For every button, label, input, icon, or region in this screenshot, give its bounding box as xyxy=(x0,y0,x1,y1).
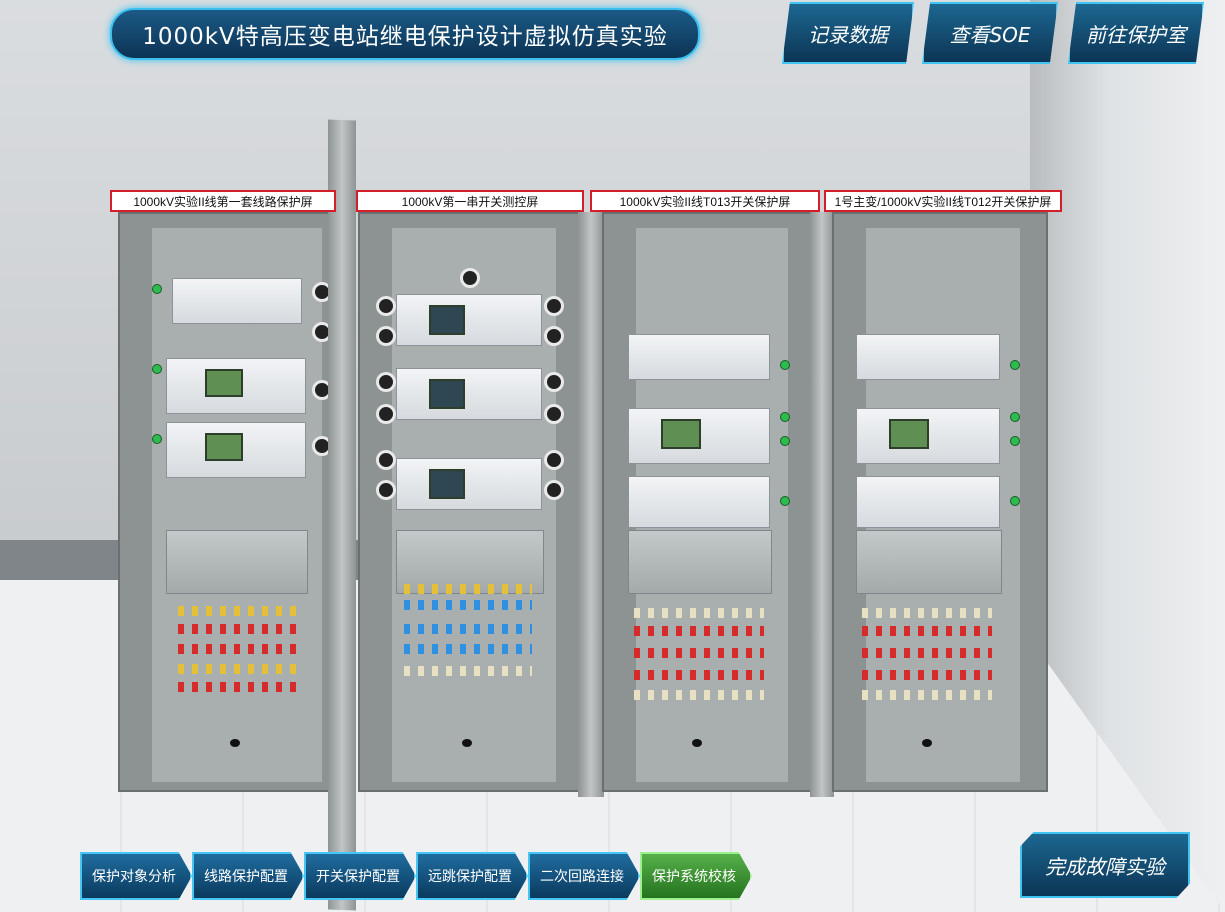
indicator-lamp xyxy=(780,436,790,446)
rotary-switch[interactable] xyxy=(460,268,480,288)
page-title: 1000kV特高压变电站继电保护设计虚拟仿真实验 xyxy=(110,8,700,60)
pressure-plates[interactable] xyxy=(634,604,764,704)
cabinet-label: 1号主变/1000kV实验II线T012开关保护屏 xyxy=(824,190,1062,212)
rotary-switch[interactable] xyxy=(376,404,396,424)
device-screen xyxy=(429,379,465,409)
measure-control-device[interactable] xyxy=(396,294,542,346)
protection-device[interactable] xyxy=(166,422,306,478)
cabinet-t012-breaker[interactable] xyxy=(832,212,1048,792)
open-door[interactable] xyxy=(328,119,356,911)
cabinet-line-protection[interactable] xyxy=(118,212,350,792)
rotary-switch[interactable] xyxy=(544,404,564,424)
indicator-lamp xyxy=(780,412,790,422)
step-remote-trip-config[interactable]: 远跳保护配置 xyxy=(416,852,528,900)
rotary-switch[interactable] xyxy=(376,372,396,392)
cabinet-measure-control[interactable] xyxy=(358,212,584,792)
view-soe-button[interactable]: 查看SOE xyxy=(922,2,1058,64)
indicator-lamp xyxy=(780,496,790,506)
measure-control-device[interactable] xyxy=(396,368,542,420)
pressure-plates[interactable] xyxy=(404,580,532,680)
page-title-text: 1000kV特高压变电站继电保护设计虚拟仿真实验 xyxy=(142,24,668,50)
cabinet-lock xyxy=(922,739,932,747)
breaker-protection-device[interactable] xyxy=(628,334,770,380)
indicator-lamp xyxy=(1010,436,1020,446)
device-screen xyxy=(205,369,243,397)
cable-tray xyxy=(856,530,1002,594)
device-screen xyxy=(889,419,929,449)
cabinet-t013-breaker[interactable] xyxy=(602,212,816,792)
rotary-switch[interactable] xyxy=(376,326,396,346)
breaker-protection-device[interactable] xyxy=(856,334,1000,380)
open-door[interactable] xyxy=(810,212,834,797)
rotary-switch[interactable] xyxy=(544,296,564,316)
rotary-switch[interactable] xyxy=(544,372,564,392)
cabinet-label: 1000kV第一串开关测控屏 xyxy=(356,190,584,212)
rotary-switch[interactable] xyxy=(544,326,564,346)
rotary-switch[interactable] xyxy=(544,480,564,500)
cabinet-label: 1000kV实验II线T013开关保护屏 xyxy=(590,190,820,212)
go-protection-room-button[interactable]: 前往保护室 xyxy=(1068,2,1204,64)
indicator-lamp xyxy=(152,364,162,374)
device-screen xyxy=(205,433,243,461)
breaker-protection-device[interactable] xyxy=(628,476,770,528)
cable-tray xyxy=(166,530,308,594)
measure-control-device[interactable] xyxy=(396,458,542,510)
step-protection-object-analysis[interactable]: 保护对象分析 xyxy=(80,852,192,900)
cabinet-lock xyxy=(230,739,240,747)
breaker-protection-device[interactable] xyxy=(856,408,1000,464)
cabinet-lock xyxy=(692,739,702,747)
indicator-lamp xyxy=(1010,412,1020,422)
pressure-plates[interactable] xyxy=(178,602,296,694)
rotary-switch[interactable] xyxy=(544,450,564,470)
device-screen xyxy=(661,419,701,449)
indicator-lamp xyxy=(780,360,790,370)
indicator-lamp xyxy=(1010,360,1020,370)
breaker-protection-device[interactable] xyxy=(628,408,770,464)
device-screen xyxy=(429,469,465,499)
step-breaker-protection-config[interactable]: 开关保护配置 xyxy=(304,852,416,900)
step-secondary-circuit[interactable]: 二次回路连接 xyxy=(528,852,640,900)
protection-device[interactable] xyxy=(166,358,306,414)
cabinet-label: 1000kV实验II线第一套线路保护屏 xyxy=(110,190,336,212)
rotary-switch[interactable] xyxy=(376,296,396,316)
record-data-button[interactable]: 记录数据 xyxy=(782,2,914,64)
indicator-lamp xyxy=(1010,496,1020,506)
rotary-switch[interactable] xyxy=(376,480,396,500)
rotary-switch[interactable] xyxy=(376,450,396,470)
pressure-plates[interactable] xyxy=(862,604,992,704)
cable-tray xyxy=(396,530,544,594)
finish-fault-experiment-button[interactable]: 完成故障实验 xyxy=(1020,832,1190,898)
indicator-lamp xyxy=(152,284,162,294)
indicator-lamp xyxy=(152,434,162,444)
step-line-protection-config[interactable]: 线路保护配置 xyxy=(192,852,304,900)
step-system-verification[interactable]: 保护系统校核 xyxy=(640,852,752,900)
protection-device[interactable] xyxy=(172,278,302,324)
open-door[interactable] xyxy=(578,212,604,797)
cable-tray xyxy=(628,530,772,594)
device-screen xyxy=(429,305,465,335)
breaker-protection-device[interactable] xyxy=(856,476,1000,528)
cabinet-lock xyxy=(462,739,472,747)
